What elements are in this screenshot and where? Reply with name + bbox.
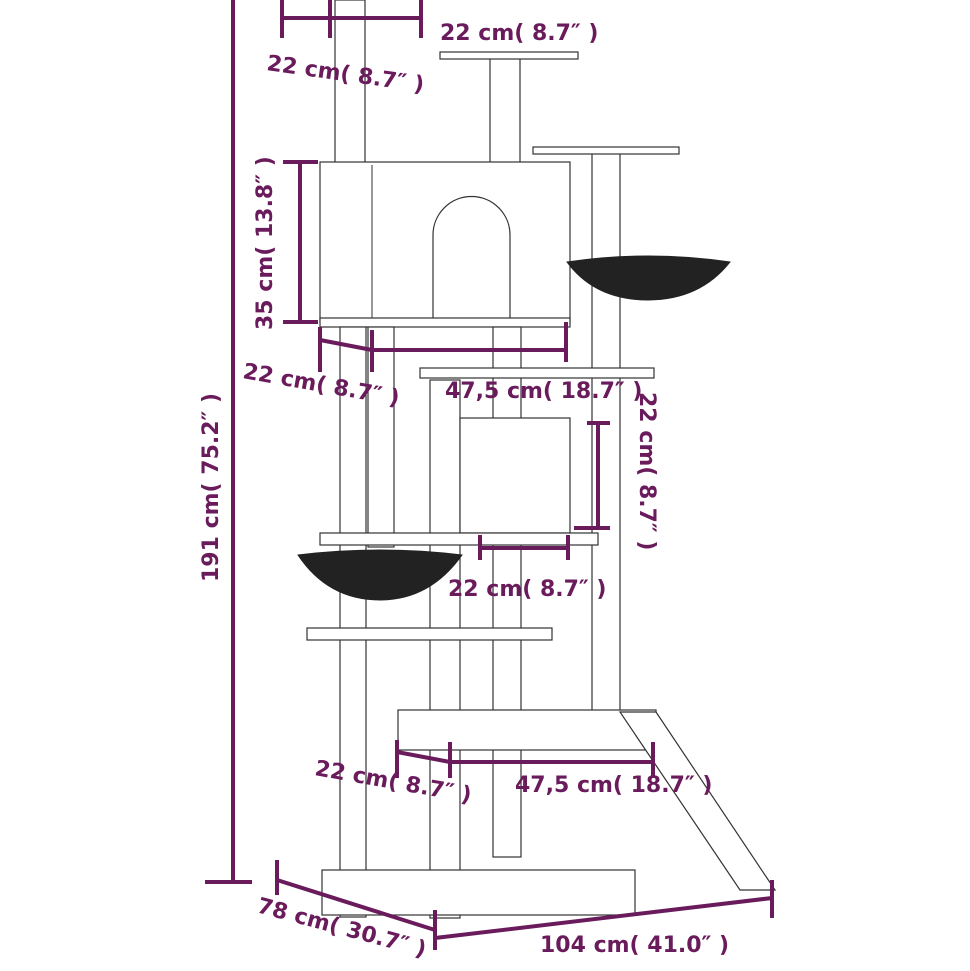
label-condo-height: 35 cm( 13.8″ ) [253,156,278,330]
left-post [339,326,367,918]
middle-platform [419,367,655,379]
label-box-height: 22 cm( 8.7″ ) [634,392,659,550]
ramp [618,711,777,891]
right-platform [532,146,680,155]
center-post [429,379,461,919]
label-base-width: 104 cm( 41.0″ ) [540,933,729,958]
cat-tree-drawing [297,0,777,919]
top-platform [439,51,579,60]
post [489,57,521,164]
lower-platform [306,627,553,641]
top-post [334,0,366,166]
condo-arch [432,195,511,318]
bottom-step [397,709,657,751]
dimension-lines [205,0,774,950]
label-lower-width: 47,5 cm( 18.7″ ) [515,773,712,798]
label-top-platform-width: 22 cm( 8.7″ ) [440,21,598,46]
condo-floor [319,317,571,328]
hammock-top [566,255,731,301]
post [492,326,522,858]
hammock-bottom [297,549,463,601]
base [321,869,636,916]
box-platform [319,532,599,546]
cube-box [459,417,571,534]
label-total-height: 191 cm( 75.2″ ) [199,393,224,582]
label-box-width: 22 cm( 8.7″ ) [448,577,606,602]
label-condo-width: 47,5 cm( 18.7″ ) [445,379,642,404]
